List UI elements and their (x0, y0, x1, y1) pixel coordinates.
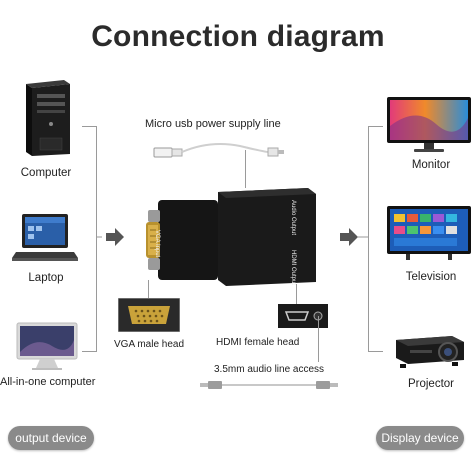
computer-tower-icon (18, 78, 76, 158)
device-label-monitor: Monitor (411, 159, 451, 171)
power-leader-line (245, 150, 246, 188)
vga-male-head-label: VGA male head (114, 339, 185, 350)
all-in-one-computer-icon (16, 322, 78, 370)
device-label-all-in-one: All-in-one computer (0, 376, 96, 388)
device-label-computer: Computer (20, 167, 72, 179)
vga-hdmi-adapter-icon (140, 186, 320, 292)
micro-usb-cable-icon (150, 136, 300, 172)
hdmi-female-head-icon (278, 304, 328, 328)
device-label-projector: Projector (407, 378, 455, 390)
hdmi-leader-line (296, 284, 297, 304)
right-bracket-line (368, 126, 383, 352)
arrow-right-icon (96, 226, 126, 248)
television-icon (386, 205, 472, 261)
hdmi-female-head-label: HDMI female head (216, 337, 300, 348)
monitor-icon (386, 96, 472, 154)
adapter-hdmi-text: HDMI Output (290, 250, 296, 286)
output-device-pill: output device (8, 426, 94, 450)
adapter-vga-text: VGA Input (154, 230, 160, 258)
arrow-right-icon (338, 226, 368, 248)
display-device-pill: Display device (376, 426, 464, 450)
page-title: Connection diagram (91, 20, 385, 53)
vga-male-head-icon (118, 298, 180, 332)
projector-icon (390, 326, 468, 370)
audio-cable-icon (200, 378, 340, 392)
device-label-laptop: Laptop (28, 272, 64, 284)
adapter-audio-text: Audio Output (290, 200, 296, 236)
device-label-television: Television (405, 271, 457, 283)
audio-line-label: 3.5mm audio line access (214, 364, 325, 375)
laptop-icon (12, 212, 78, 264)
vga-leader-line (148, 280, 149, 298)
power-supply-label: Micro usb power supply line (145, 118, 281, 130)
left-bracket-line (82, 126, 97, 352)
audio-leader-line (318, 316, 319, 362)
